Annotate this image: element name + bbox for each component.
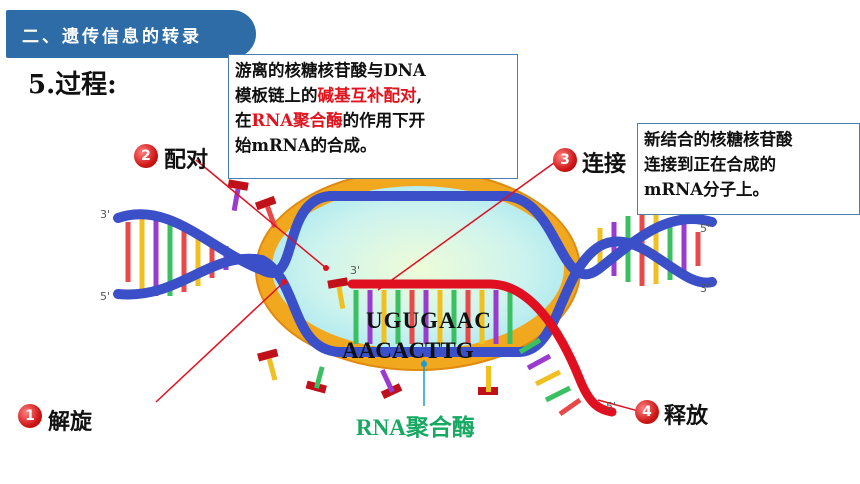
end-label-left-top: 3' — [100, 208, 111, 221]
template-rungs — [353, 290, 513, 344]
end-label-right-bottom: 3' — [700, 282, 711, 295]
step-4-label: 释放 — [664, 403, 709, 429]
dna-base-sequence: AACACTTG — [342, 338, 474, 363]
pointer-dot — [323, 265, 329, 271]
section-title: 二、遗传信息的转录 — [22, 27, 202, 47]
callout-1-line: 模板链上的碱基互补配对, — [235, 86, 423, 105]
step-1-label: 解旋 — [48, 409, 93, 435]
pointer-lines — [155, 159, 643, 413]
callout-pairing-description: 游离的核糖核苷酸与DNA 模板链上的碱基互补配对, 在RNA聚合酶的作用下开 始… — [228, 54, 518, 179]
step-2-badge: 2 — [134, 144, 158, 168]
rna-base-sequence: UGUGAAC — [366, 308, 492, 333]
step-1-badge: 1 — [18, 404, 42, 428]
end-label-left-bottom: 5' — [100, 290, 111, 303]
dna-backbones — [113, 191, 717, 357]
callout-1-line: 始mRNA的合成。 — [235, 136, 377, 155]
header-tab — [6, 10, 256, 58]
step-4-badge: 4 — [635, 400, 659, 424]
step-3-badge: 3 — [553, 148, 577, 172]
header-bar: 二、遗传信息的转录 — [0, 0, 860, 70]
pointer-dot — [281, 279, 287, 285]
highlight-rna-polymerase: RNA聚合酶 — [251, 111, 343, 130]
end-label-rna: 3' — [350, 264, 361, 277]
callout-linking-description: 新结合的核糖核苷酸 连接到正在合成的 mRNA分子上。 — [637, 123, 860, 215]
step-title: 5.过程: — [28, 70, 117, 100]
callout-2-line: mRNA分子上。 — [644, 180, 770, 199]
callout-1-line: 在RNA聚合酶的作用下开 — [235, 111, 426, 130]
mrna-exit-rungs — [518, 337, 582, 417]
mrna-strand — [347, 279, 617, 417]
end-label-right-top: 5' — [700, 222, 711, 235]
highlight-base-pairing: 碱基互补配对 — [317, 86, 417, 105]
step-2-label: 配对 — [164, 147, 209, 173]
step-3-label: 连接 — [582, 151, 627, 177]
callout-2-line: 连接到正在合成的 — [644, 155, 776, 174]
callout-1-line: 游离的核糖核苷酸与DNA — [235, 61, 426, 80]
end-label-rna-exit: 5' — [606, 400, 617, 413]
enzyme-label: RNA聚合酶 — [356, 415, 475, 440]
enzyme-pointer-dot — [421, 361, 427, 367]
callout-2-line: 新结合的核糖核苷酸 — [644, 130, 793, 149]
transcription-bubble-inner — [272, 186, 564, 350]
